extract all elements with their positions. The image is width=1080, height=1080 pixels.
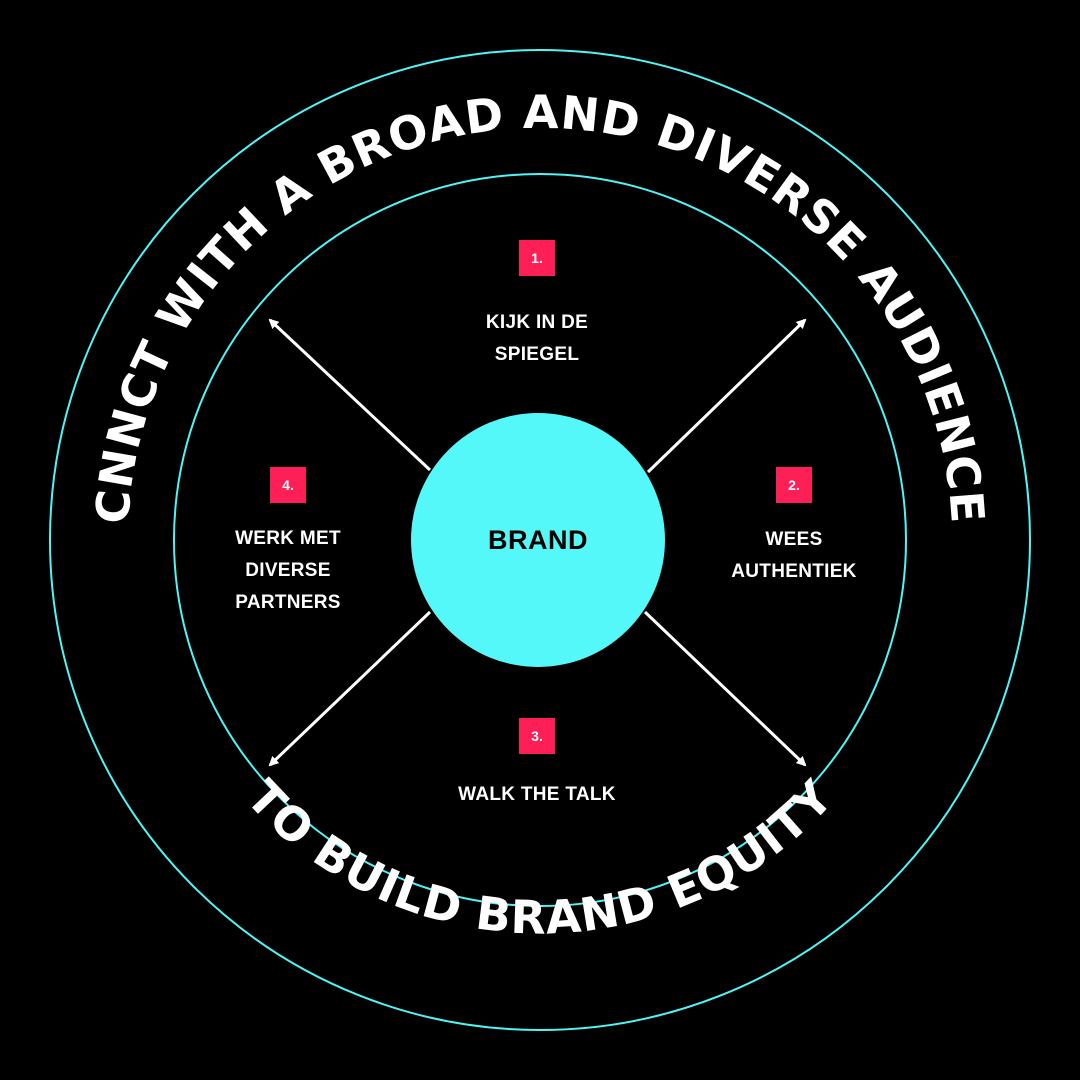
step-3-label-line-1: WALK THE TALK [458,784,616,805]
step-1-badge: 1. [519,240,555,276]
arrow-down-left-icon [268,610,432,767]
arrow-up-right-icon [646,318,807,474]
outer-ring [49,49,1031,1031]
step-3-badge: 3. [519,718,555,754]
step-1-label-line-2: SPIEGEL [494,344,580,365]
step-2-label: WEES AUTHENTIEK [694,524,894,588]
brand-circle [411,413,665,667]
brand-label: BRAND [488,524,588,555]
arrow-down-right-icon [643,610,807,767]
step-4-label: WERK MET DIVERSE PARTNERS [188,523,388,619]
step-4-badge: 4. [270,467,306,503]
step-1-label-line-1: KIJK IN DE [485,312,589,333]
step-3-label: WALK THE TALK [417,779,657,811]
step-2-label-line-2: AUTHENTIEK [731,561,857,582]
step-2-badge: 2. [776,467,812,503]
arrow-up-left-icon [268,318,432,472]
step-4-label-line-1: WERK MET [235,528,341,549]
inner-ring [173,173,907,907]
step-4-label-line-3: PARTNERS [235,592,341,613]
step-2-label-line-1: WEES [765,529,823,550]
step-4-label-line-2: DIVERSE [245,560,331,581]
step-1-label: KIJK IN DE SPIEGEL [437,307,637,371]
